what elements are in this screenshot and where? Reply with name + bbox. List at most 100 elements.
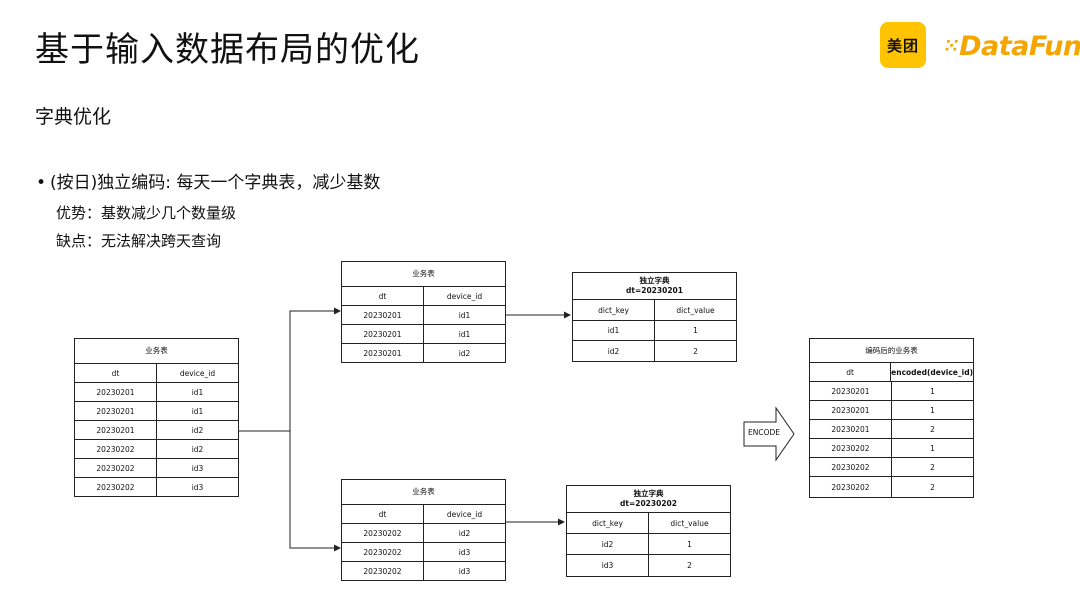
table-row: 20230201 1	[810, 382, 973, 401]
table-cell: id3	[156, 459, 238, 477]
section-subtitle: 字典优化	[35, 106, 112, 128]
table-row: 20230201 id1	[342, 306, 505, 325]
column-header: dict_key	[598, 305, 629, 315]
table-cell: id2	[423, 524, 505, 542]
table-row: 20230202 id2	[342, 524, 505, 543]
dict2-caption-line2: dt=20230202	[620, 499, 677, 508]
table-row: 20230201 id1	[75, 402, 238, 421]
table-row: 20230202 id3	[75, 478, 238, 496]
meituan-logo: 美团	[880, 22, 926, 68]
table-cell: 20230201	[831, 405, 870, 415]
dict2-table: 独立字典 dt=20230202 dict_key dict_value id2…	[566, 485, 731, 577]
column-header: dict_value	[654, 300, 736, 320]
dict2-table-header: dict_key dict_value	[567, 513, 730, 534]
table-cell: 20230201	[96, 425, 135, 435]
table-cell: 1	[648, 534, 730, 554]
connector-source-day2	[289, 431, 341, 552]
table-cell: id2	[423, 344, 505, 362]
table-cell: 20230201	[96, 387, 135, 397]
dict1-caption-line2: dt=20230201	[626, 286, 683, 295]
page-title: 基于输入数据布局的优化	[35, 30, 420, 70]
table-cell: 2	[891, 458, 973, 476]
table-cell: 20230201	[363, 348, 402, 358]
cons-text: 缺点：无法解决跨天查询	[56, 232, 222, 250]
day2-table-header: dt device_id	[342, 505, 505, 524]
encoded-table-caption: 编码后的业务表	[810, 339, 973, 363]
table-row: 20230202 id2	[75, 440, 238, 459]
table-cell: id1	[156, 383, 238, 401]
table-cell: 1	[891, 401, 973, 419]
dict2-caption-line1: 独立字典	[633, 489, 664, 498]
column-header: dt	[378, 291, 387, 301]
connector-source-split	[239, 307, 341, 432]
table-row: 20230201 id1	[342, 325, 505, 344]
table-row: 20230201 id2	[75, 421, 238, 440]
bullet-text: (按日)独立编码: 每天一个字典表，减少基数	[50, 173, 381, 193]
table-cell: id2	[156, 440, 238, 458]
table-cell: 20230201	[831, 424, 870, 434]
encoded-table-header: dt encoded(device_id)	[810, 363, 973, 382]
table-row: 20230201 2	[810, 420, 973, 439]
table-row: id2 2	[573, 341, 736, 361]
datafun-logo: ⁙DataFun.	[944, 26, 1080, 66]
table-cell: id3	[423, 543, 505, 561]
table-cell: id3	[423, 562, 505, 580]
table-row: 20230202 id3	[342, 562, 505, 580]
bullet-point: •(按日)独立编码: 每天一个字典表，减少基数	[36, 168, 380, 193]
table-cell: 1	[891, 439, 973, 457]
table-row: id1 1	[573, 321, 736, 341]
table-cell: id1	[423, 325, 505, 343]
table-cell: 1	[891, 382, 973, 400]
column-header: encoded(device_id)	[890, 363, 973, 381]
table-cell: 20230201	[831, 386, 870, 396]
table-cell: 20230202	[831, 482, 870, 492]
encode-arrow-shape	[743, 406, 795, 462]
day1-table-caption: 业务表	[342, 262, 505, 287]
table-cell: 20230201	[96, 406, 135, 416]
table-cell: id1	[423, 306, 505, 324]
bullet-dot-icon: •	[36, 173, 47, 193]
table-cell: 2	[654, 341, 736, 361]
table-cell: id1	[156, 402, 238, 420]
table-row: 20230201 id2	[342, 344, 505, 362]
pros-text: 优势：基数减少几个数量级	[56, 204, 237, 222]
table-cell: 20230202	[831, 443, 870, 453]
datafun-dots-icon: ⁙	[944, 35, 959, 57]
encode-label: ENCODE	[747, 428, 780, 437]
column-header: device_id	[423, 287, 505, 305]
table-cell: 20230202	[96, 444, 135, 454]
table-cell: 20230201	[363, 310, 402, 320]
table-cell: id2	[601, 539, 614, 549]
table-cell: id1	[607, 326, 620, 335]
table-cell: 20230201	[363, 329, 402, 339]
table-cell: 1	[654, 321, 736, 340]
table-cell: 20230202	[96, 463, 135, 473]
table-cell: 20230202	[96, 482, 135, 492]
day1-table-header: dt device_id	[342, 287, 505, 306]
table-row: 20230201 id1	[75, 383, 238, 402]
table-cell: id2	[156, 421, 238, 439]
dict2-table-caption: 独立字典 dt=20230202	[567, 486, 730, 513]
table-cell: 2	[891, 420, 973, 438]
table-cell: 2	[648, 555, 730, 576]
table-cell: 20230202	[363, 528, 402, 538]
column-header: dt	[846, 367, 854, 377]
dict1-caption-line1: 独立字典	[639, 276, 670, 285]
table-cell: id2	[607, 346, 620, 356]
table-cell: id3	[156, 478, 238, 496]
column-header: dict_value	[648, 513, 730, 533]
source-table: 业务表 dt device_id 20230201 id1 20230201 id1…	[74, 338, 239, 497]
source-table-caption: 业务表	[75, 339, 238, 364]
table-cell: 20230202	[363, 566, 402, 576]
column-header: device_id	[423, 505, 505, 523]
datafun-logo-text: DataFun.	[959, 30, 1080, 62]
dict1-table-header: dict_key dict_value	[573, 300, 736, 321]
column-header: dict_key	[592, 518, 623, 528]
source-table-header: dt device_id	[75, 364, 238, 383]
